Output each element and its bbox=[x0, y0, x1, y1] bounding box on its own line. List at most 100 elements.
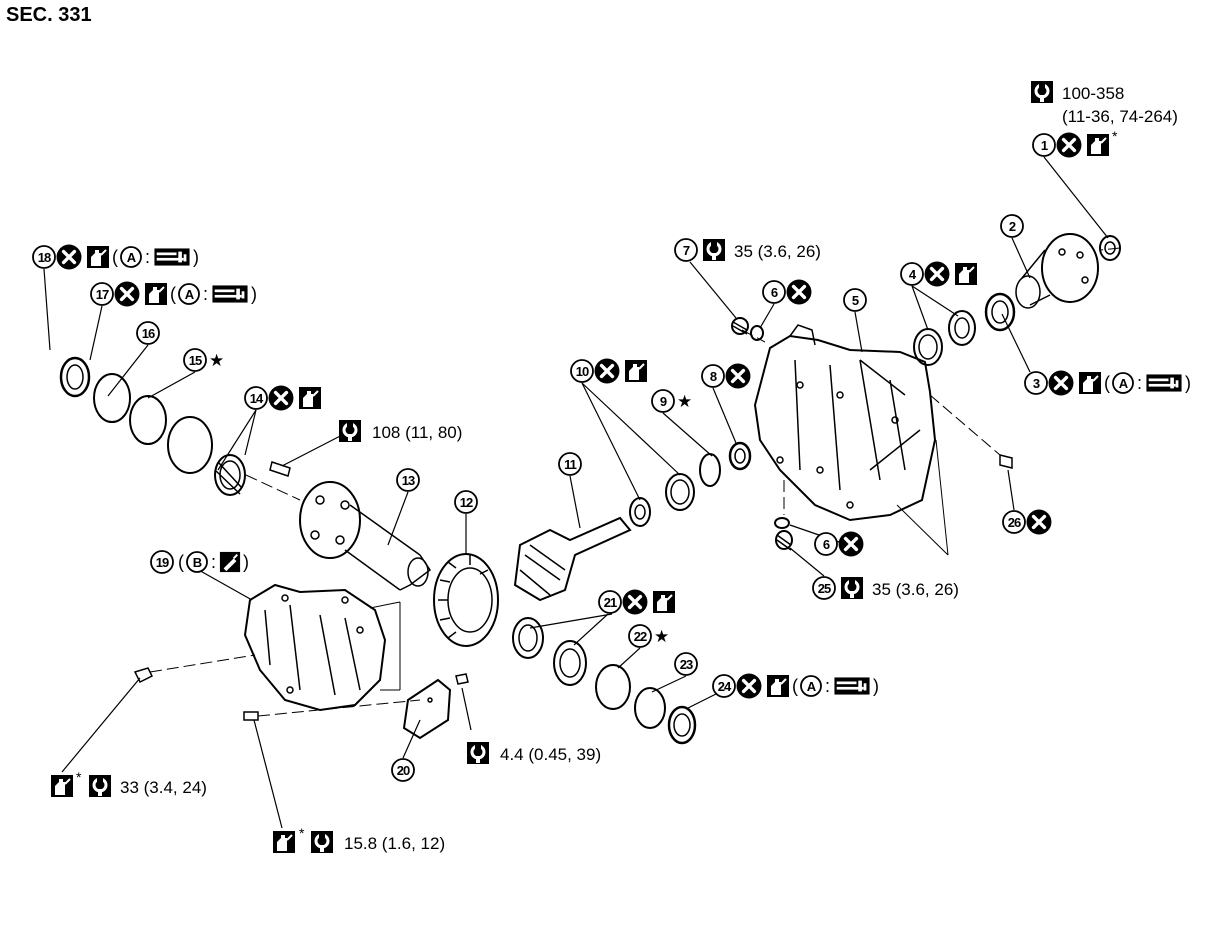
open-paren: ( bbox=[792, 676, 798, 696]
leader-lines bbox=[43, 156, 1109, 829]
sealant-tube-icon bbox=[219, 551, 241, 573]
colon: : bbox=[211, 552, 216, 572]
circle-x-icon bbox=[786, 279, 812, 305]
callout-number: 11 bbox=[564, 457, 577, 472]
part-24-oil-seal bbox=[667, 705, 697, 745]
callout-circle bbox=[814, 532, 838, 556]
callout-number: 22 bbox=[634, 629, 647, 644]
circle-x-icon bbox=[594, 358, 620, 384]
circle-x-icon bbox=[924, 261, 950, 287]
oil-can-icon bbox=[86, 245, 110, 269]
oil-can-icon bbox=[652, 590, 676, 614]
part-26-breather bbox=[999, 454, 1013, 469]
callout-number: 14 bbox=[250, 391, 264, 406]
part-13-side-flange bbox=[299, 481, 432, 591]
seal-drift-tool-icon bbox=[834, 677, 870, 695]
callout-circle bbox=[183, 348, 207, 372]
callout-number: 1 bbox=[1041, 138, 1048, 153]
callout-circle bbox=[454, 490, 478, 514]
callout-number: 3 bbox=[1033, 376, 1040, 391]
circle-x-icon bbox=[56, 244, 82, 270]
seal-drift-tool-icon bbox=[1146, 374, 1182, 392]
oil-can-icon bbox=[624, 359, 648, 383]
callout-9: 9★ bbox=[651, 389, 692, 413]
part-22-shim bbox=[595, 664, 631, 710]
letter-A: A bbox=[1119, 376, 1129, 391]
callout-21: 21 bbox=[598, 589, 676, 615]
callout-number: 17 bbox=[96, 287, 109, 302]
callout-number: 26 bbox=[1008, 515, 1021, 530]
callout-19: 19(B:) bbox=[150, 550, 249, 574]
circle-x-icon bbox=[622, 589, 648, 615]
callout-6: 6 bbox=[762, 279, 812, 305]
callout-circle bbox=[32, 245, 56, 269]
torque-value: 35 (3.6, 26) bbox=[734, 242, 821, 261]
asterisk-carrier: * bbox=[76, 769, 82, 785]
callout-24: 24(A:) bbox=[712, 673, 879, 699]
callout-15: 15★ bbox=[183, 348, 224, 372]
torque-wrench-icon bbox=[466, 741, 490, 765]
letter-circle bbox=[1112, 372, 1134, 394]
callout-circle bbox=[674, 652, 698, 676]
callout-20: 20 bbox=[391, 758, 415, 782]
torque-wrench-icon bbox=[702, 238, 726, 262]
callout-circle bbox=[651, 389, 675, 413]
part-15-shim bbox=[167, 416, 213, 474]
open-paren: ( bbox=[1104, 373, 1110, 393]
callout-number: 16 bbox=[142, 326, 155, 341]
callout-number: 8 bbox=[710, 369, 717, 384]
callout-number: 12 bbox=[460, 495, 473, 510]
callout-number: 21 bbox=[604, 595, 617, 610]
star-mark: ★ bbox=[209, 351, 224, 370]
close-paren: ) bbox=[251, 284, 257, 304]
callout-circle bbox=[396, 468, 420, 492]
torque-wrench-icon bbox=[338, 419, 362, 443]
callout-number: 2 bbox=[1009, 219, 1016, 234]
part-5-gear-carrier bbox=[753, 324, 937, 522]
section-title: SEC. 331 bbox=[6, 4, 92, 26]
letter-A: A bbox=[185, 287, 195, 302]
callout-circle bbox=[1000, 214, 1024, 238]
bracket-lines bbox=[369, 439, 949, 691]
close-paren: ) bbox=[873, 676, 879, 696]
callout-number: 6 bbox=[771, 285, 778, 300]
callout-number: 5 bbox=[852, 293, 859, 308]
callout-10: 10 bbox=[570, 358, 648, 384]
part-18-side-oil-seal bbox=[59, 356, 91, 398]
circle-x-icon bbox=[1026, 509, 1052, 535]
torque-carrier-bolt: 33 (3.4, 24) bbox=[120, 778, 207, 797]
part-6-washer-top bbox=[750, 325, 764, 341]
part-8-seal bbox=[728, 441, 752, 471]
letter-circle bbox=[120, 246, 142, 268]
part-23-ring bbox=[634, 687, 666, 729]
callout-circle bbox=[762, 280, 786, 304]
part-4-front-bearing bbox=[913, 310, 976, 366]
callout-number: 23 bbox=[680, 657, 693, 672]
callout-11: 11 bbox=[558, 452, 582, 476]
torque-mount-bolt: 15.8 (1.6, 12) bbox=[344, 834, 445, 853]
callout-circle bbox=[900, 262, 924, 286]
open-paren: ( bbox=[112, 247, 118, 267]
star-mark: ★ bbox=[654, 627, 669, 646]
carrier-bolt bbox=[133, 667, 154, 684]
letter-circle bbox=[178, 283, 200, 305]
torque-flange-bolt: 108 (11, 80) bbox=[372, 423, 462, 442]
circle-x-icon bbox=[838, 531, 864, 557]
torque-cover-bolt: 4.4 (0.45, 39) bbox=[500, 745, 601, 764]
callout-number: 18 bbox=[38, 250, 51, 265]
callout-5: 5 bbox=[843, 288, 867, 312]
seal-drift-tool-icon bbox=[212, 285, 248, 303]
oil-can-icon bbox=[272, 830, 296, 854]
oil-can-icon bbox=[766, 674, 790, 698]
callout-16: 16 bbox=[136, 321, 160, 345]
torque-wrench-icon bbox=[840, 576, 864, 600]
torque-wrench-icon bbox=[310, 830, 334, 854]
oil-can-icon bbox=[954, 262, 978, 286]
callout-circle bbox=[1032, 133, 1056, 157]
letter-B: B bbox=[193, 555, 202, 570]
callout-circle bbox=[558, 452, 582, 476]
open-paren: ( bbox=[178, 552, 184, 572]
